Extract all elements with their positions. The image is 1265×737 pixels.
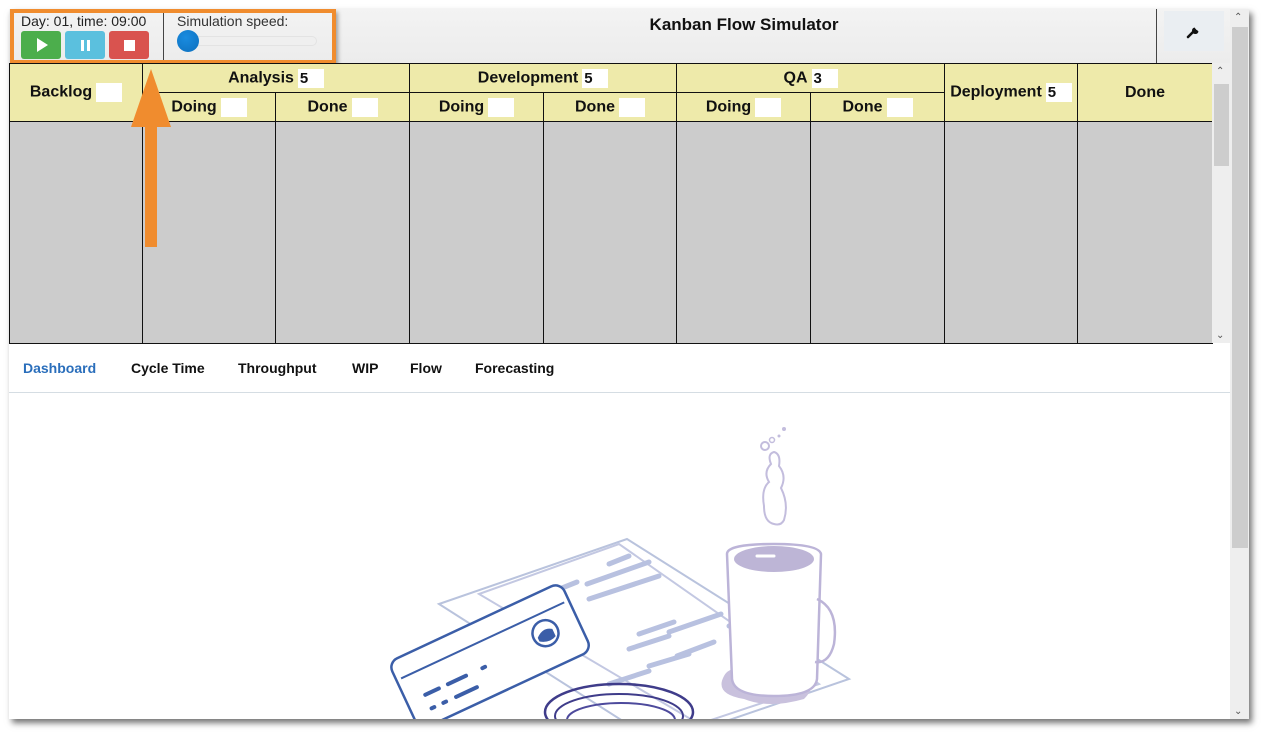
column-done: Done	[1077, 63, 1213, 122]
subcolumn-qa-done: Done	[810, 92, 945, 122]
wip-limit-development-done[interactable]	[619, 97, 645, 117]
wip-limit-qa-doing[interactable]	[755, 97, 782, 117]
coffee-desk-illustration	[390, 427, 852, 719]
lane-qa-doing[interactable]	[676, 121, 811, 344]
pause-button[interactable]	[65, 31, 105, 59]
page-scrollbar[interactable]: ⌃ ⌄	[1230, 9, 1249, 719]
speed-slider-thumb[interactable]	[177, 30, 199, 52]
lane-done[interactable]	[1077, 121, 1213, 344]
tab-flow[interactable]: Flow	[410, 360, 442, 376]
tab-throughput[interactable]: Throughput	[238, 360, 317, 376]
lane-analysis-done[interactable]	[275, 121, 410, 344]
subcolumn-qa-doing: Doing	[676, 92, 811, 122]
pause-icon	[80, 39, 90, 51]
wip-limit-qa[interactable]: 3	[811, 68, 838, 88]
scroll-up-icon[interactable]: ⌃	[1216, 66, 1225, 77]
empty-dashboard-illustration	[9, 394, 1230, 719]
subcolumn-analysis-done: Done	[275, 92, 410, 122]
day-time-display: Day: 01, time: 09:00	[21, 13, 147, 29]
simulation-speed: Simulation speed:	[165, 9, 335, 63]
tab-wip[interactable]: WIP	[352, 360, 379, 376]
subcolumn-analysis-doing: Doing	[142, 92, 276, 122]
lane-analysis-doing[interactable]	[142, 121, 276, 344]
stop-icon	[123, 39, 135, 51]
page-scroll-up-icon[interactable]: ⌃	[1234, 12, 1243, 23]
lane-qa-done[interactable]	[810, 121, 945, 344]
wip-limit-analysis-done[interactable]	[351, 97, 378, 117]
play-button[interactable]	[21, 31, 61, 59]
lane-deployment[interactable]	[944, 121, 1078, 344]
wip-limit-backlog[interactable]	[96, 83, 123, 102]
app-window: Day: 01, time: 09:00 Simulation speed: K…	[9, 9, 1249, 719]
play-icon	[37, 38, 48, 52]
wip-limit-development-doing[interactable]	[488, 97, 515, 117]
wip-limit-qa-done[interactable]	[886, 97, 913, 117]
simulation-controls: Day: 01, time: 09:00	[9, 9, 164, 63]
top-bar: Day: 01, time: 09:00 Simulation speed: K…	[9, 9, 1230, 64]
settings-cell	[1156, 9, 1230, 63]
scroll-down-icon[interactable]: ⌄	[1216, 330, 1225, 341]
speed-label: Simulation speed:	[177, 13, 289, 29]
tab-cycle-time[interactable]: Cycle Time	[131, 360, 205, 376]
tab-dashboard[interactable]: Dashboard	[23, 360, 97, 376]
wip-limit-analysis[interactable]: 5	[297, 68, 324, 88]
lane-backlog[interactable]	[9, 121, 143, 344]
column-backlog: Backlog	[9, 63, 143, 122]
lane-development-done[interactable]	[543, 121, 677, 344]
dashboard-tabs: Dashboard Cycle Time Throughput WIP Flow…	[9, 344, 1230, 393]
tab-forecasting[interactable]: Forecasting	[475, 360, 555, 376]
board-scrollbar-thumb[interactable]	[1214, 84, 1229, 166]
subcolumn-development-doing: Doing	[409, 92, 544, 122]
settings-button[interactable]	[1164, 11, 1224, 51]
wip-limit-deployment[interactable]: 5	[1045, 83, 1072, 102]
page-scroll-down-icon[interactable]: ⌄	[1234, 706, 1243, 717]
lane-development-doing[interactable]	[409, 121, 544, 344]
wip-limit-development[interactable]: 5	[582, 68, 609, 88]
app-title: Kanban Flow Simulator	[649, 15, 839, 34]
subcolumn-development-done: Done	[543, 92, 677, 122]
stop-button[interactable]	[109, 31, 149, 59]
page-scrollbar-thumb[interactable]	[1232, 27, 1248, 548]
wip-limit-analysis-doing[interactable]	[220, 97, 247, 117]
wrench-icon	[1186, 27, 1199, 39]
board-scrollbar[interactable]: ⌃ ⌄	[1212, 63, 1230, 343]
